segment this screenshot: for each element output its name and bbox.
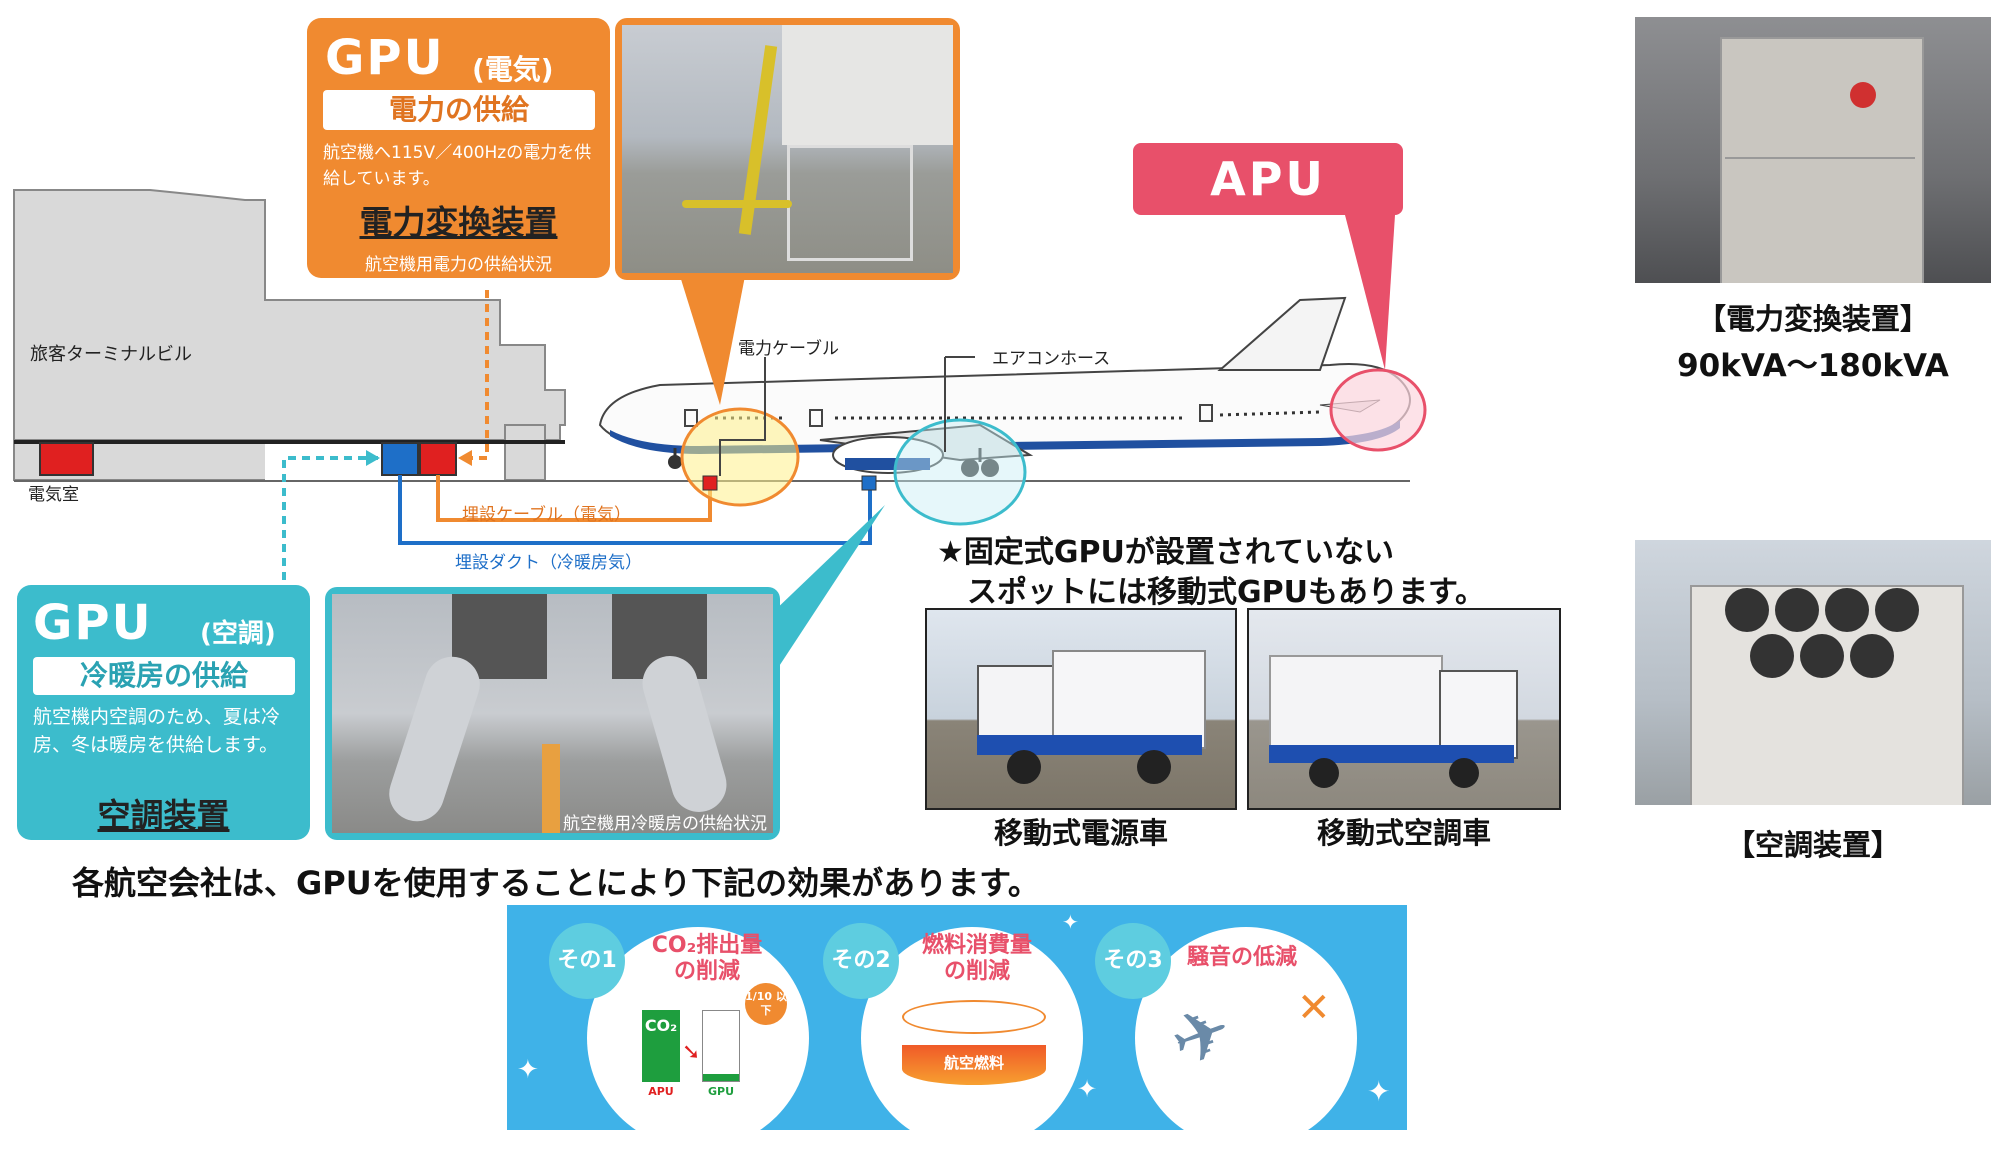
sparkle-icon: ✦ [517,1055,539,1085]
gpu-ac-equipment: 空調装置 [97,796,230,835]
power-supply-photo-frame [615,18,960,280]
ac-photo-caption: 航空機用冷暖房の供給状況 [563,814,767,834]
effect-noise-circle [1135,927,1357,1149]
effect-fuel-title-line2: の削減 [943,959,1010,984]
ratio-bubble: 1/10 以下 [745,983,787,1025]
power-unit-caption-line2: 90kVA～180kVA [1677,348,1949,384]
apu-bar-label: APU [648,1085,674,1098]
gpu-bar-label: GPU [707,1085,735,1098]
power-unit-caption-line1: 【電力変換装置】 [1696,302,1929,336]
power-conversion-unit-photo [1635,17,1991,283]
ac-unit-caption: 【空調装置】 [1725,828,1900,862]
effect-fuel-title: 燃料消費量 の削減 [897,933,1057,985]
mobile-power-car-caption: 移動式電源車 [993,816,1168,850]
gpu-ac-panel: GPU (空調) 冷暖房の供給 航空機内空調のため、夏は冷房、冬は暖房を供給しま… [17,585,310,840]
ac-supply-photo-frame: 航空機用冷暖房の供給状況 [325,587,780,840]
fuel-tank-level: 航空燃料 [902,1045,1046,1085]
fuel-tank-top [902,1000,1046,1034]
electric-callout-pointer [680,276,745,405]
effect-co2-badge: その1 [549,923,625,999]
effect-noise-title: 騒音の低減 [1186,945,1297,970]
power-connection-highlight [680,407,800,507]
electric-room-label: 電気室 [28,485,79,505]
electric-room-box [39,442,94,476]
apu-co2-bar: CO₂ [642,1010,680,1082]
ac-unit-photo [1635,540,1991,805]
effect-noise-badge: その3 [1095,923,1171,999]
gpu-electric-subtitle: 電力の供給 [323,90,595,130]
gpu-electric-equipment: 電力変換装置 [359,203,558,242]
apu-label: APU [1133,143,1403,215]
buried-cable-label: 埋設ケーブル（電気） [462,505,631,525]
sparkle-icon: ✦ [1367,1075,1391,1108]
effect-fuel-title-line1: 燃料消費量 [921,933,1032,958]
effect-co2-title-line2: の削減 [673,959,740,984]
gpu-electric-panel: GPU (電気) 電力の供給 航空機へ115V／400Hzの電力を供給しています… [307,18,610,278]
mobile-ac-car-photo [1247,608,1561,810]
gpu-electric-photo-caption: 航空機用電力の供給状況 [365,255,552,275]
buried-duct-label: 埋設ダクト（冷暖房気） [455,553,642,573]
sparkle-icon: ✦ [1077,1075,1098,1103]
terminal-label: 旅客ターミナルビル [30,344,192,365]
arrow-icon: ➘ [682,1040,701,1065]
apu-callout-pointer [1345,215,1395,370]
gpu-ac-title: GPU [33,595,153,651]
terminal-building [13,189,566,481]
mobile-note-line2: スポットには移動式GPUもあります。 [967,575,1485,610]
effects-heading: 各航空会社は、GPUを使用することにより下記の効果があります。 [72,864,1040,902]
ac-dashed-connector [282,456,378,580]
ac-unit-fans [1725,588,1945,678]
sparkle-icon: ✦ [1062,910,1079,934]
gpu-electric-description: 航空機へ115V／400Hzの電力を供給しています。 [323,143,592,189]
ac-unit-box [381,442,419,476]
power-cable-label: 電力ケーブル [738,339,839,359]
ac-supply-photo: 航空機用冷暖房の供給状況 [332,594,773,834]
gpu-ac-description: 航空機内空調のため、夏は冷房、冬は暖房を供給します。 [33,706,281,756]
gpu-ac-title-suffix: (空調) [200,619,276,649]
effects-banner: その1 CO₂排出量 の削減 CO₂ ➘ 1/10 以下 APU GPU その2… [507,905,1407,1149]
mobile-ac-car-caption: 移動式空調車 [1316,816,1491,850]
buried-cable-line [436,475,712,522]
no-noise-x-icon: ✕ [1297,985,1331,1031]
effect-co2-title: CO₂排出量 の削減 [627,933,787,985]
apu-highlight [1329,368,1427,452]
aircon-hose-label: エアコンホース [992,349,1111,369]
gpu-co2-bar [702,1010,740,1082]
gpu-electric-title-suffix: (電気) [472,53,554,86]
mobile-power-car-photo [925,608,1237,810]
ac-callout-pointer [770,505,885,680]
gpu-ac-subtitle: 冷暖房の供給 [33,657,295,695]
effect-fuel-badge: その2 [823,923,899,999]
mobile-note-line1: ★固定式GPUが設置されていない [937,535,1394,570]
power-supply-photo [622,25,953,273]
ac-connection-highlight [893,418,1027,526]
gpu-electric-title: GPU [325,30,445,86]
power-unit-box [419,442,457,476]
buried-duct-line [398,475,872,545]
effect-co2-title-line1: CO₂排出量 [651,933,763,958]
